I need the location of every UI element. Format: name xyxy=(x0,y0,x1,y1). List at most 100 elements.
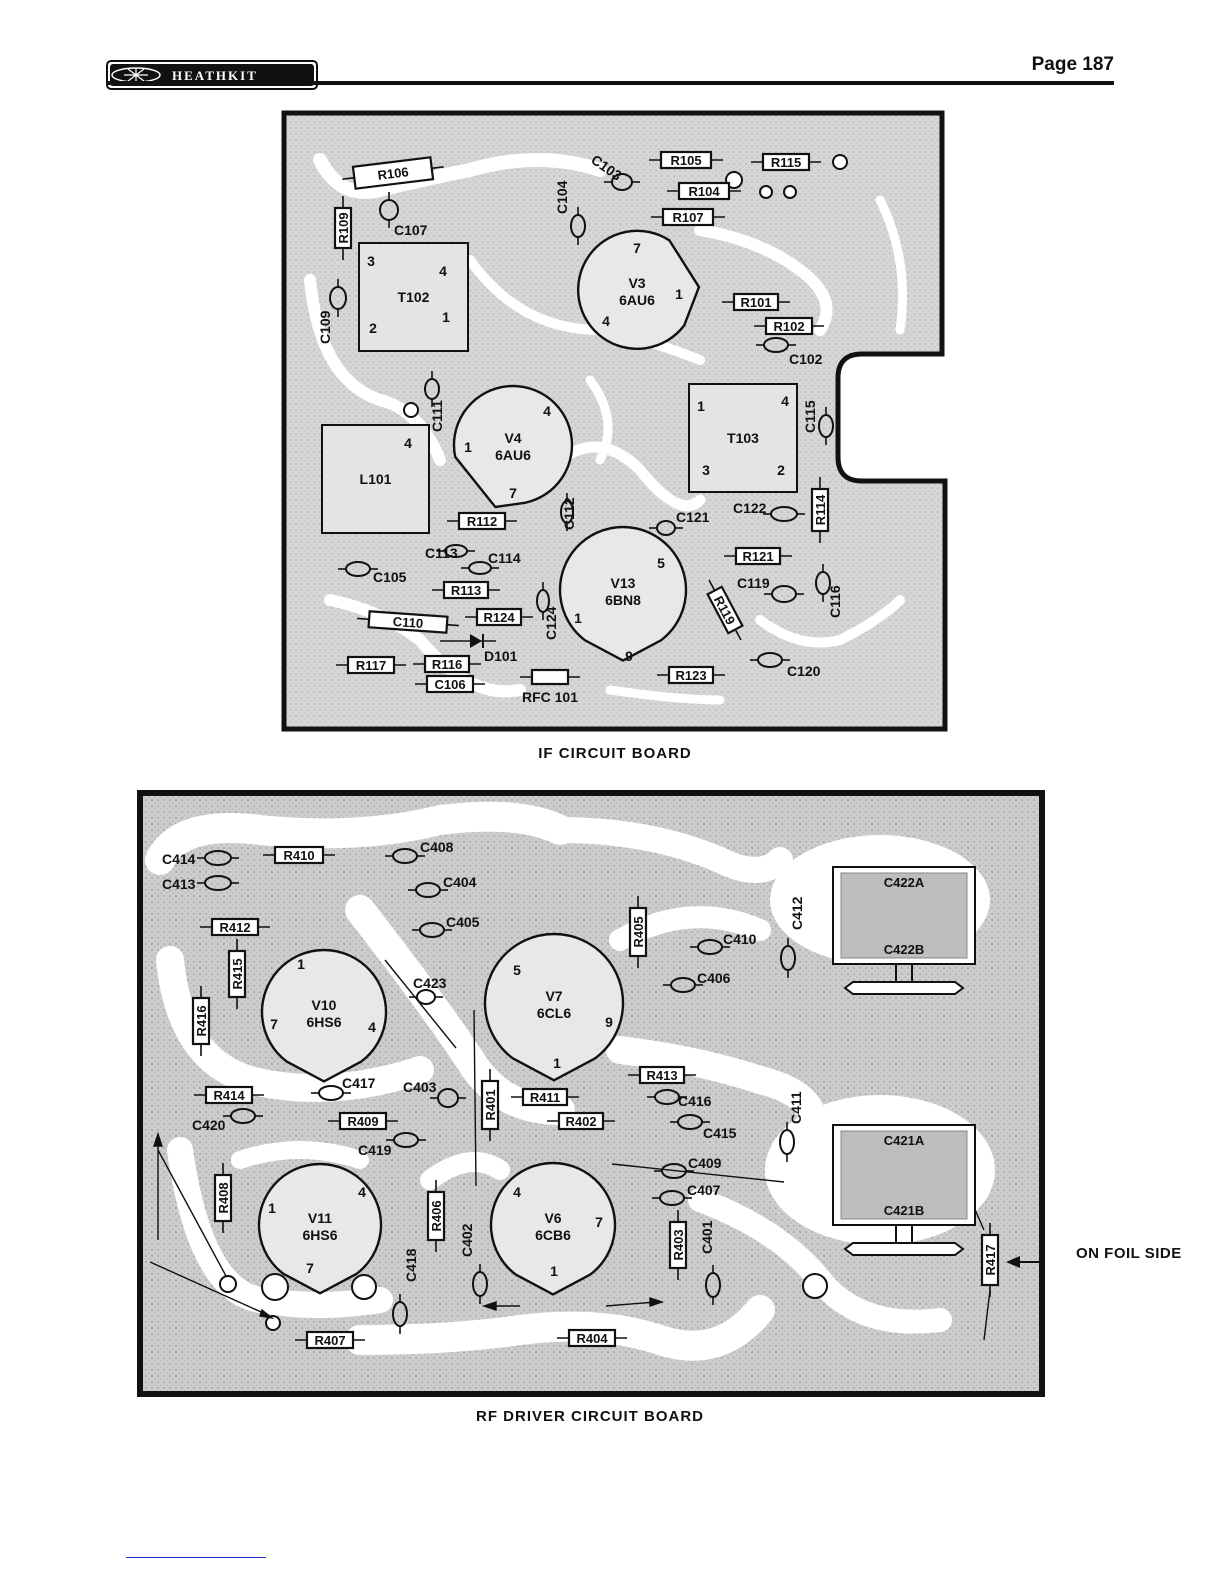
transformer-pin-number: 2 xyxy=(777,462,785,478)
resistor-r102: R102 xyxy=(754,316,824,336)
resistor-body xyxy=(346,655,396,675)
capacitor-c407: C407 xyxy=(652,1182,721,1206)
resistor-body xyxy=(530,668,570,686)
resistor-body xyxy=(761,152,811,172)
capacitor-c124: C124 xyxy=(536,582,559,640)
resistor-r401: R401 xyxy=(480,1069,500,1141)
resistor-body xyxy=(567,1328,617,1348)
resistor-r416: R416 xyxy=(191,986,211,1056)
capacitor-c408: C408 xyxy=(385,839,454,864)
rf-pad xyxy=(219,1275,237,1293)
if-board-caption: IF CIRCUIT BOARD xyxy=(538,745,692,762)
resistor-r417: R417 xyxy=(980,1223,1000,1297)
resistor-r404: R404 xyxy=(557,1328,627,1348)
capacitor-c115: C115 xyxy=(802,400,834,445)
resistor-body xyxy=(628,906,648,958)
resistor-label: R109 xyxy=(336,212,351,243)
trimmer-bracket xyxy=(843,1242,965,1256)
capacitor-c405: C405 xyxy=(412,914,480,938)
transformer-pin-number: 2 xyxy=(369,320,377,336)
resistor-body xyxy=(423,654,471,674)
capacitor-c104: C104 xyxy=(554,180,586,245)
trimmer-label-top: C422A xyxy=(884,875,925,890)
capacitor-c119: C119 xyxy=(737,575,804,603)
resistor-body xyxy=(980,1233,1000,1287)
tube-pin-number: 1 xyxy=(574,610,582,626)
capacitor-label: C109 xyxy=(317,310,333,344)
tube-pin-number: 7 xyxy=(595,1214,603,1230)
tube-type: 6HS6 xyxy=(302,1227,337,1243)
resistor-body xyxy=(426,1190,446,1242)
tube-socket xyxy=(576,229,701,350)
transformer-can xyxy=(321,424,430,534)
resistor-label: R115 xyxy=(771,155,801,170)
capacitor-label: C401 xyxy=(699,1220,715,1254)
trimmer-plates xyxy=(840,1130,968,1220)
tube-socket xyxy=(489,1161,617,1296)
capacitor-label: C404 xyxy=(443,874,477,890)
capacitor-c121: C121 xyxy=(649,509,710,536)
resistor-label: R114 xyxy=(813,494,828,525)
tube-pin-number: 1 xyxy=(268,1200,276,1216)
capacitor-c412: C412 xyxy=(780,896,805,978)
capacitor-c411: C411 xyxy=(779,1091,804,1162)
capacitor-label: C120 xyxy=(787,663,821,679)
capacitor-label: C119 xyxy=(737,575,770,591)
capacitor-c418: C418 xyxy=(392,1248,419,1334)
if-pad xyxy=(759,185,773,199)
resistor-body xyxy=(442,580,490,600)
tube-pin-number: 4 xyxy=(543,403,551,419)
tube-pin-number: 9 xyxy=(605,1014,613,1030)
resistor-label: R117 xyxy=(356,658,386,673)
resistor-label: R414 xyxy=(213,1088,245,1103)
resistor-body xyxy=(667,665,715,685)
resistor-r112: R112 xyxy=(447,511,517,531)
transformer-label: T103 xyxy=(727,430,759,446)
resistor-r117: R117 xyxy=(336,655,406,675)
tube-pin-number: 7 xyxy=(509,485,517,501)
capacitor-c410: C410 xyxy=(690,931,757,955)
transformer-can xyxy=(688,383,798,493)
tube-designator: V3 xyxy=(628,275,645,291)
capacitor-label: C423 xyxy=(413,975,447,991)
resistor-label: R107 xyxy=(672,210,703,225)
resistor-label: R106 xyxy=(377,164,410,183)
tube-pin-number: 1 xyxy=(553,1055,561,1071)
capacitor-c111: C111 xyxy=(424,371,445,432)
tube-type: 6CL6 xyxy=(537,1005,571,1021)
resistor-r114: R114 xyxy=(810,477,830,543)
resistor-label: R417 xyxy=(983,1244,998,1275)
resistor-r408: R408 xyxy=(213,1163,233,1233)
resistor-r113: R113 xyxy=(432,580,500,600)
tube-pin-number: 4 xyxy=(358,1184,366,1200)
trimmer-label-top: C421A xyxy=(884,1133,925,1148)
tube-type: 6AU6 xyxy=(495,447,531,463)
resistor-r104: R104 xyxy=(667,181,741,201)
rf-pad xyxy=(802,1273,828,1299)
resistor-r105: R105 xyxy=(649,150,723,170)
diode-d101: D101 xyxy=(440,634,518,664)
capacitor-label: C418 xyxy=(403,1248,419,1282)
resistor-r124: R124 xyxy=(465,607,533,627)
rf-pad xyxy=(261,1273,289,1301)
tube-socket xyxy=(483,932,625,1082)
resistor-label: R411 xyxy=(530,1090,560,1105)
resistor-label: R124 xyxy=(483,610,515,625)
resistor-label: R407 xyxy=(314,1333,345,1348)
capacitor-c107: C107 xyxy=(379,192,428,238)
diode-label: D101 xyxy=(484,648,518,664)
resistor-body xyxy=(273,845,325,865)
